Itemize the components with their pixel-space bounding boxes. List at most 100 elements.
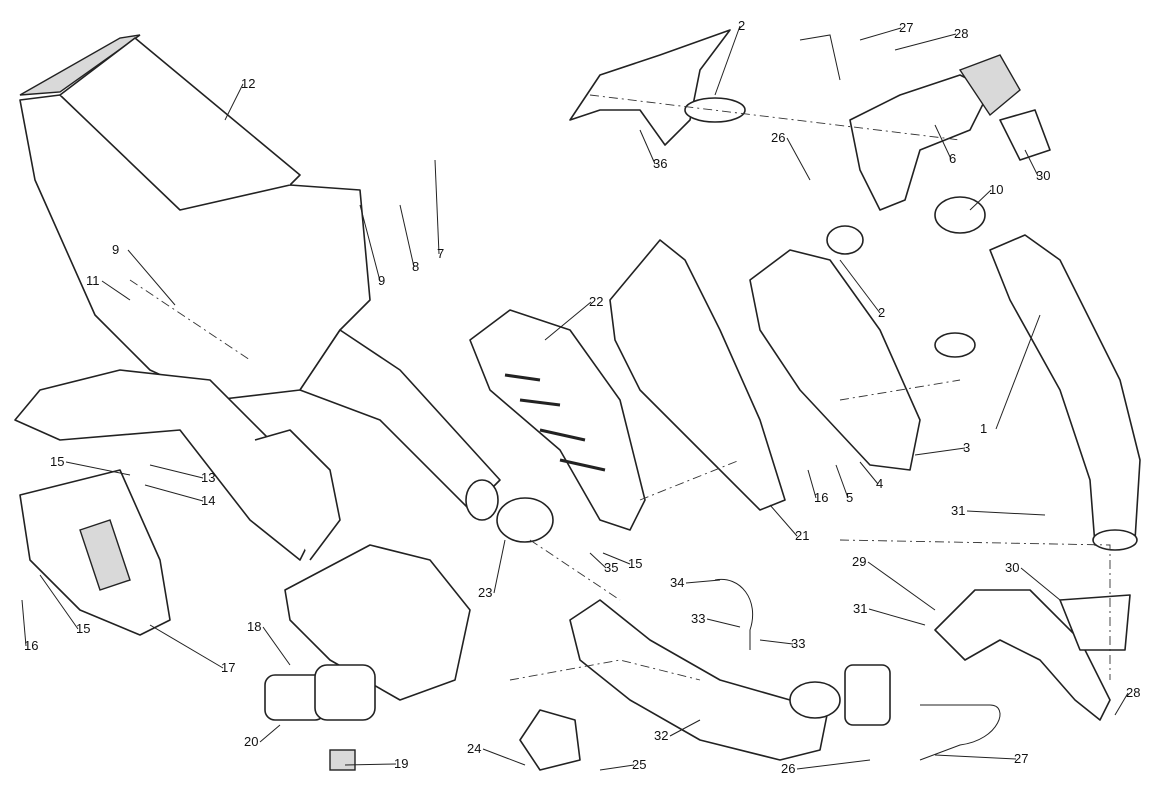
part-callout-23: 23 [478,585,492,600]
leader-line [995,314,1041,430]
clamp-part-2b [826,225,864,255]
leader-line [714,25,741,96]
heat-shield-part-3 [749,249,921,471]
clamp-part-10 [934,196,986,234]
leader-line [224,83,244,121]
part-callout-31: 31 [951,503,965,518]
part-callout-27: 27 [899,20,913,35]
leader-line [39,574,79,630]
part-callout-9: 9 [378,273,385,288]
part-callout-36: 36 [653,156,667,171]
leader-line [1114,692,1129,716]
part-callout-5: 5 [846,490,853,505]
leader-line [127,249,176,306]
part-callout-14: 14 [201,493,215,508]
leader-line [262,626,291,666]
heat-shield-part-36 [569,29,731,146]
leader-line [1024,149,1039,177]
part-callout-9: 9 [112,242,119,257]
leader-line [544,301,592,341]
part-callout-7: 7 [437,246,444,261]
leader-line [599,764,635,771]
part-callout-11: 11 [86,273,100,288]
leader-line [969,189,992,211]
part-callout-19: 19 [394,756,408,771]
part-callout-10: 10 [989,182,1003,197]
part-callout-12: 12 [241,76,255,91]
pipe-part-29 [934,589,1111,721]
part-callout-16: 16 [24,638,38,653]
leader-line [868,608,926,626]
leader-line [1020,567,1061,601]
clamp-part-2c [934,332,976,358]
part-callout-4: 4 [876,476,883,491]
leader-line [796,759,871,770]
leader-line [399,204,415,268]
part-callout-29: 29 [852,554,866,569]
part-callout-26: 26 [771,130,785,145]
servo-motor-part-20 [264,664,376,771]
part-callout-17: 17 [221,660,235,675]
part-callout-31: 31 [853,601,867,616]
part-callout-3: 3 [963,440,970,455]
leader-line [835,464,849,499]
part-callout-30: 30 [1036,168,1050,183]
leader-line [101,280,131,301]
part-callout-34: 34 [670,575,684,590]
clamp-part-2 [684,97,746,123]
part-callout-24: 24 [467,741,481,756]
leader-line [602,552,631,565]
part-callout-35: 35 [604,560,618,575]
part-callout-6: 6 [949,151,956,166]
leader-line [894,33,957,51]
part-callout-33: 33 [691,611,705,626]
leader-line [359,204,381,282]
part-callout-28: 28 [1126,685,1140,700]
leader-line [149,464,204,479]
part-callout-21: 21 [795,528,809,543]
part-callout-30: 30 [1005,560,1019,575]
leader-line [769,504,798,537]
leader-line [706,618,741,628]
part-callout-33: 33 [791,636,805,651]
leader-line [934,754,1017,760]
leader-line [482,748,526,766]
part-callout-28: 28 [954,26,968,41]
part-callout-8: 8 [412,259,419,274]
leader-line [966,510,1046,516]
header-pipe-part-1 [989,234,1141,546]
heat-shield-part-24 [519,709,581,771]
leader-line [65,461,131,476]
part-callout-18: 18 [247,619,261,634]
leader-line [149,624,224,669]
part-callout-1: 1 [980,421,987,436]
header-pipe-part-6 [849,74,991,211]
leader-line [144,484,204,502]
part-callout-16: 16 [814,490,828,505]
leader-line [859,461,879,485]
part-callout-25: 25 [632,757,646,772]
leader-line [867,561,936,611]
part-callout-26: 26 [781,761,795,776]
leader-line [839,259,881,314]
part-callout-27: 27 [1014,751,1028,766]
part-callout-15: 15 [628,556,642,571]
bracket-part [14,369,341,561]
leader-line [434,159,440,255]
leader-line [344,763,397,766]
muffler-part-12 [19,34,501,521]
part-callout-20: 20 [244,734,258,749]
part-callout-15: 15 [50,454,64,469]
leader-line [859,27,902,41]
clamp-part-23 [496,497,554,543]
leader-line [786,137,811,181]
part-callout-22: 22 [589,294,603,309]
leader-line [685,579,721,584]
leader-line [589,552,607,569]
leader-line [669,719,701,737]
part-callout-13: 13 [201,470,215,485]
leader-line [934,124,952,160]
part-callout-32: 32 [654,728,668,743]
